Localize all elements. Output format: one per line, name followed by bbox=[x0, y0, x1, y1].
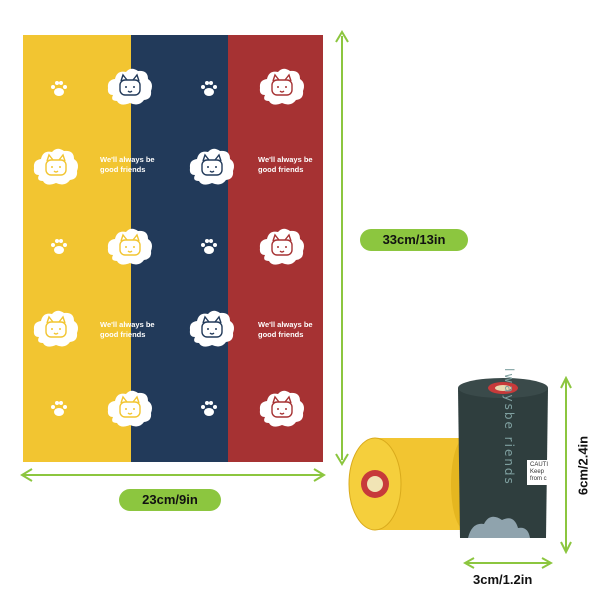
width-arrow bbox=[20, 468, 326, 482]
width-label: 23cm/9in bbox=[119, 489, 221, 511]
cat-face-cloud-icon bbox=[33, 310, 78, 347]
cat-face-cloud-icon bbox=[189, 310, 234, 347]
paw-print-icon bbox=[201, 239, 217, 254]
caution-label: CAUTI Keep from c bbox=[527, 460, 551, 485]
paw-print-icon bbox=[51, 239, 67, 254]
roll-width-arrow bbox=[463, 557, 553, 569]
roll-height-label: 6cm/2.4in bbox=[575, 435, 591, 496]
bag-sheet: We'll always be good friends We'll alway… bbox=[23, 35, 323, 462]
roll-width-label: 3cm/1.2in bbox=[473, 572, 533, 587]
paw-print-icon bbox=[201, 81, 217, 96]
height-label: 33cm/13in bbox=[360, 229, 468, 251]
slogan-text: We'll always be good friends bbox=[100, 155, 155, 174]
cat-face-cloud-icon bbox=[33, 148, 78, 185]
paw-print-icon bbox=[201, 401, 217, 416]
cat-face-cloud-icon bbox=[259, 228, 304, 265]
cat-face-cloud-icon bbox=[107, 68, 152, 105]
cat-face-cloud-icon bbox=[107, 390, 152, 427]
roll-height-arrow bbox=[560, 376, 572, 554]
slogan-text: We'll always be good friends bbox=[258, 155, 313, 174]
cat-face-cloud-icon bbox=[259, 68, 304, 105]
height-arrow bbox=[335, 30, 349, 466]
dark-bag-roll bbox=[458, 378, 548, 538]
cat-face-cloud-icon bbox=[259, 390, 304, 427]
cat-face-cloud-icon bbox=[189, 148, 234, 185]
paw-print-icon bbox=[51, 81, 67, 96]
roll-print-text: lwaysbe riends bbox=[502, 368, 516, 486]
slogan-text: We'll always be good friends bbox=[258, 320, 313, 339]
slogan-text: We'll always be good friends bbox=[100, 320, 155, 339]
cat-face-cloud-icon bbox=[107, 228, 152, 265]
paw-print-icon bbox=[51, 401, 67, 416]
